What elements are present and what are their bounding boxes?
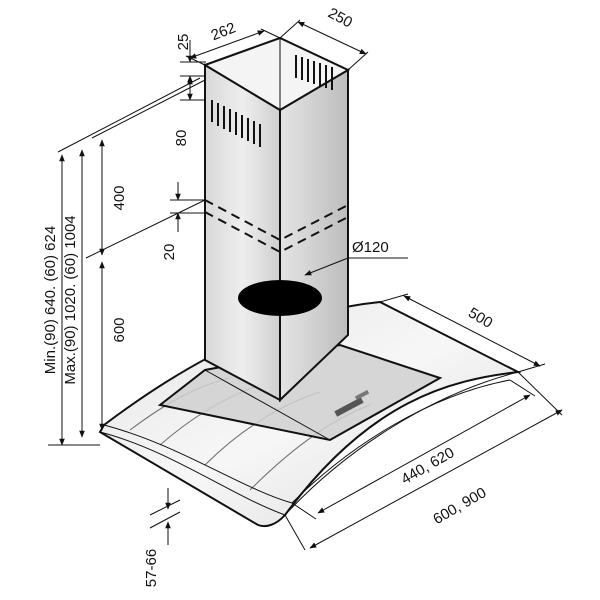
label-glass-width: 440, 620 [398, 444, 457, 488]
label-upper-duct-height: 400 [111, 185, 128, 210]
label-canopy-thickness: 57-66 [143, 549, 160, 587]
label-lower-duct-height: 600 [111, 317, 128, 342]
air-outlet [238, 280, 322, 316]
label-max-height: Max.(90) 1020. (60) 1004 [62, 215, 79, 384]
label-min-height: Min.(90) 640. (60) 624 [42, 226, 59, 374]
label-hood-depth: 500 [465, 304, 495, 331]
dimension-lines [48, 19, 563, 551]
chimney-duct [202, 36, 351, 403]
label-outlet-diameter: Ø120 [352, 239, 389, 256]
vent-slots-front [211, 100, 261, 147]
label-top-offset: 25 [175, 34, 192, 51]
label-hood-width: 600, 900 [430, 484, 489, 528]
vent-slots-side [295, 55, 333, 90]
label-overlap: 20 [161, 244, 178, 261]
label-duct-depth: 262 [209, 19, 238, 44]
label-duct-width: 250 [325, 5, 355, 32]
label-vent-height: 80 [173, 130, 190, 147]
